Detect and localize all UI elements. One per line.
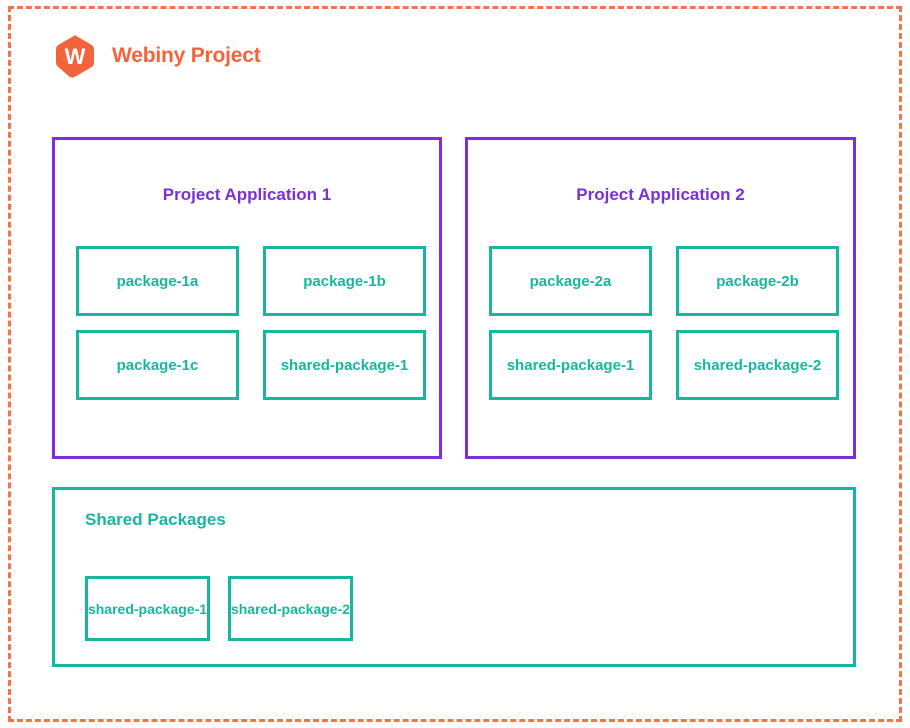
package-box[interactable]: package-1c	[76, 330, 239, 400]
package-box[interactable]: shared-package-2	[676, 330, 839, 400]
project-application-1-container: Project Application 1 package-1a package…	[52, 137, 442, 459]
package-box[interactable]: shared-package-1	[85, 576, 210, 641]
project-application-2-package-grid: package-2a package-2b shared-package-1 s…	[489, 246, 839, 400]
page-title: Webiny Project	[112, 44, 261, 67]
shared-packages-grid: shared-package-1 shared-package-2	[85, 576, 353, 641]
project-application-1-package-grid: package-1a package-1b package-1c shared-…	[76, 246, 426, 400]
svg-text:W: W	[65, 44, 86, 69]
shared-packages-title: Shared Packages	[85, 510, 226, 529]
package-box[interactable]: package-1b	[263, 246, 426, 316]
package-box[interactable]: shared-package-2	[228, 576, 353, 641]
project-boundary	[8, 6, 902, 722]
package-box[interactable]: package-2b	[676, 246, 839, 316]
shared-packages-container: Shared Packages shared-package-1 shared-…	[52, 487, 856, 667]
package-box[interactable]: shared-package-1	[489, 330, 652, 400]
webiny-hexagon-logo-icon: W	[55, 35, 95, 78]
project-application-1-title: Project Application 1	[162, 185, 332, 204]
project-header: W Webiny Project	[52, 33, 261, 79]
package-box[interactable]: shared-package-1	[263, 330, 426, 400]
project-application-2-container: Project Application 2 package-2a package…	[465, 137, 856, 459]
package-box[interactable]: package-1a	[76, 246, 239, 316]
project-application-2-title: Project Application 2	[576, 185, 745, 204]
package-box[interactable]: package-2a	[489, 246, 652, 316]
